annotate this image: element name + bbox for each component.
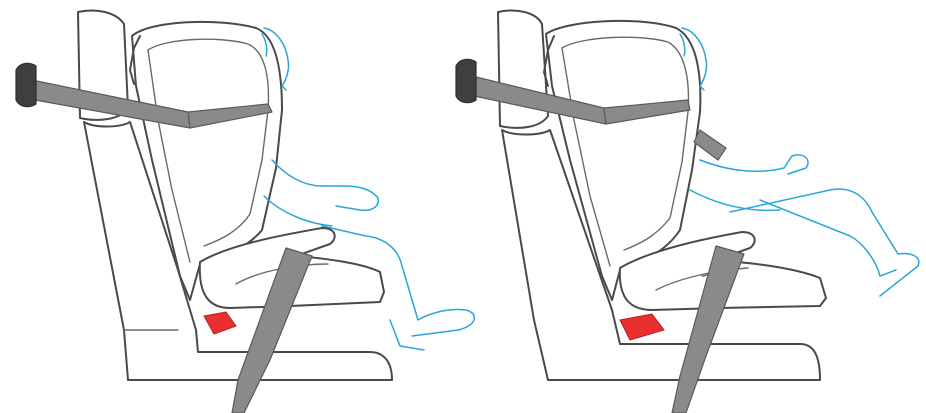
right-panel-illustration: [456, 11, 919, 413]
left-red-marker: [204, 312, 236, 334]
left-panel-illustration: [16, 11, 474, 413]
right-red-marker: [620, 314, 664, 340]
left-belt-anchor: [16, 63, 36, 106]
right-belt-anchor: [456, 59, 476, 102]
